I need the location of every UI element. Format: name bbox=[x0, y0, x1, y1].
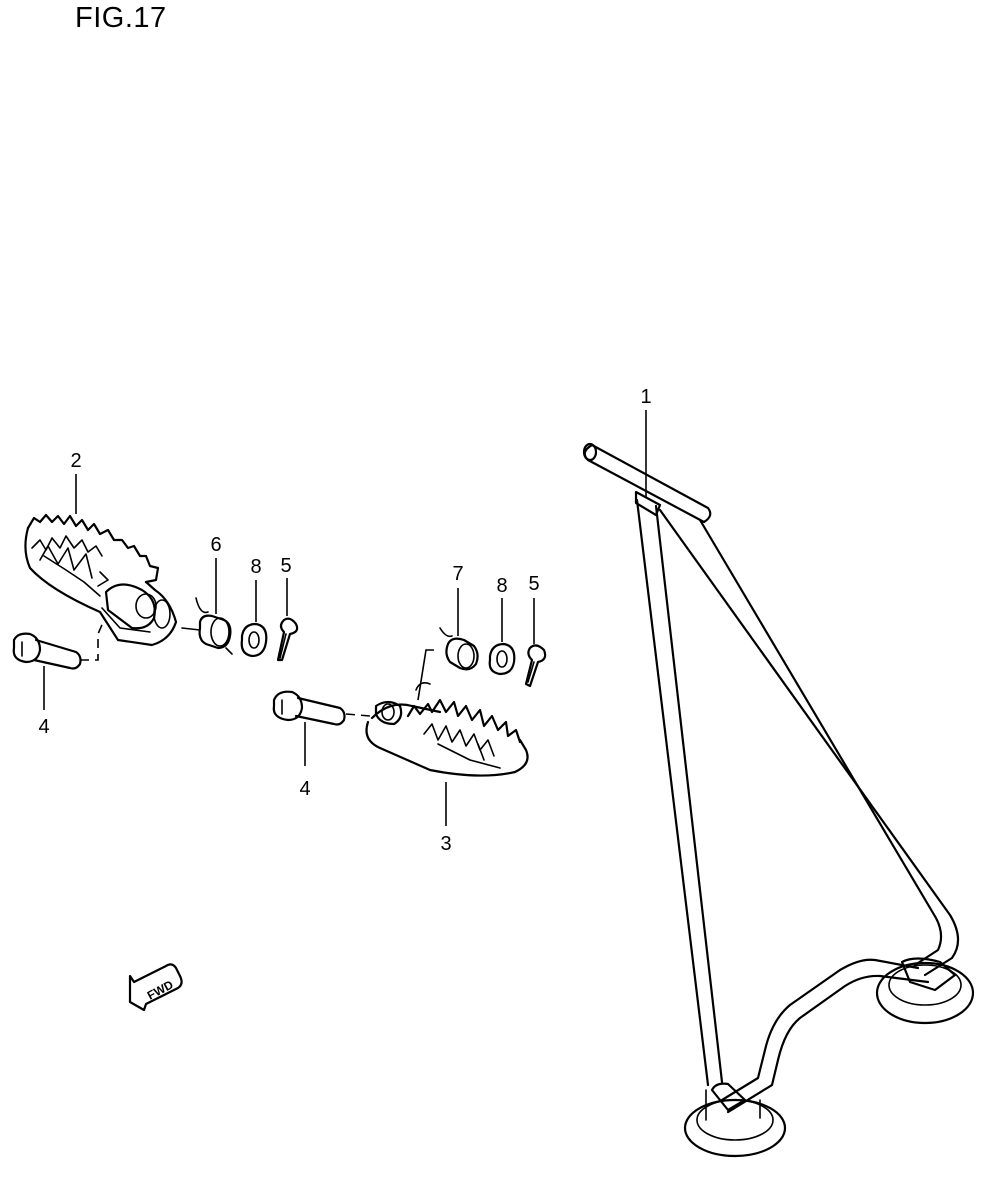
callout-left-footrest: 2 bbox=[70, 450, 81, 472]
right-cotter-pin-part[interactable] bbox=[524, 644, 547, 688]
left-footrest-part[interactable] bbox=[24, 513, 178, 647]
callout-left-spring: 6 bbox=[210, 534, 221, 556]
callout-left-pin: 4 bbox=[38, 716, 49, 738]
callout-right-pin: 4 bbox=[299, 778, 310, 800]
left-pin-part[interactable] bbox=[12, 632, 82, 670]
left-spring-part[interactable] bbox=[181, 597, 233, 655]
fwd-direction-arrow: FWD bbox=[128, 963, 183, 1012]
right-washer-part[interactable] bbox=[488, 642, 516, 676]
fwd-label: FWD bbox=[145, 977, 176, 1002]
figure-title: FIG.17 bbox=[75, 2, 167, 34]
left-cotter-pin-part[interactable] bbox=[276, 617, 299, 662]
right-pin-part[interactable] bbox=[272, 690, 346, 726]
left-pin-insert-path bbox=[80, 619, 105, 661]
right-footrest-part[interactable] bbox=[365, 682, 529, 777]
arrow-left-down-icon bbox=[128, 963, 183, 1012]
callout-stand: 1 bbox=[640, 386, 651, 408]
right-spring-link-line bbox=[417, 649, 434, 701]
callout-right-footrest: 3 bbox=[440, 833, 451, 855]
stand-part[interactable] bbox=[582, 442, 975, 1158]
left-washer-part[interactable] bbox=[240, 622, 268, 658]
right-pin-insert-path bbox=[345, 713, 371, 717]
callout-left-washer: 8 bbox=[250, 556, 261, 578]
callout-right-cotter: 5 bbox=[528, 573, 539, 595]
callout-right-washer: 8 bbox=[496, 575, 507, 597]
right-spring-part[interactable] bbox=[439, 627, 479, 671]
callout-left-cotter: 5 bbox=[280, 555, 291, 577]
callout-right-spring: 7 bbox=[452, 563, 463, 585]
